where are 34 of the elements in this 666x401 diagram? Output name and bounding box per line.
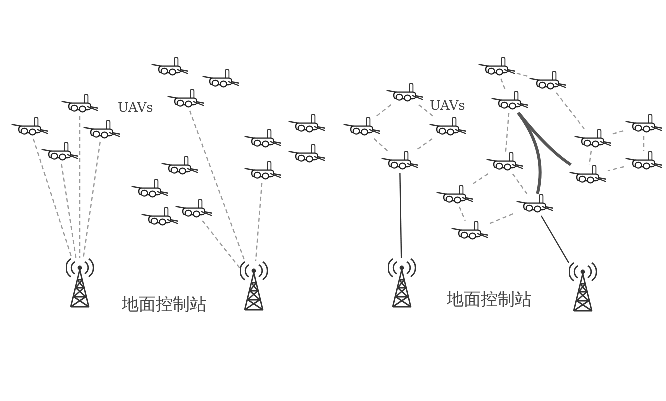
dashed-link [516,72,528,78]
radio-tower-icon [66,258,94,308]
dashed-link [415,138,433,152]
dashed-link [32,138,72,258]
uav-label: UAVs [118,101,154,116]
dashed-link [612,130,624,135]
dashed-link [643,136,645,151]
radio-tower-icon [240,261,268,311]
link-line [540,216,570,264]
dashed-link [376,104,392,118]
dashed-link [202,220,240,269]
radio-tower-icon [569,262,597,312]
dashed-link [459,206,466,222]
dashed-link [255,182,263,262]
dashed-link [505,112,510,152]
dashed-link [189,110,246,262]
dashed-link [374,138,388,152]
backbone-link [517,112,542,194]
station-label: 地面控制站 [122,294,207,316]
station-label: 地面控制站 [447,289,532,311]
link-line [400,172,402,258]
dashed-link [608,166,624,172]
dashed-link [418,104,434,118]
dashed-link [512,174,528,194]
dashed-link [83,142,101,258]
dashed-link [556,92,585,130]
dashed-link [500,78,506,92]
dashed-link [490,212,516,224]
radio-tower-icon [388,258,416,308]
dashed-link [471,174,489,186]
uav-label: UAVs [430,99,466,114]
dashed-link [61,164,77,258]
dashed-link [79,116,81,258]
backbone-link [518,112,572,166]
